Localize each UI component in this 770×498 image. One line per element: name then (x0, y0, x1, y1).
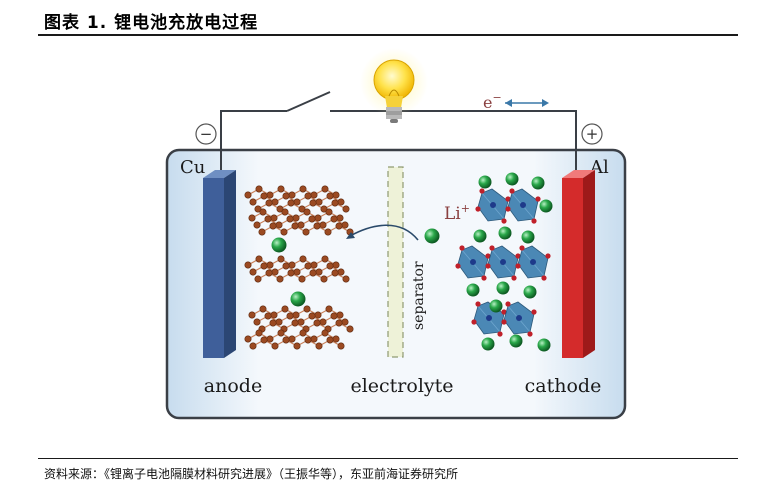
lithium-ion-cathode (509, 334, 523, 348)
migration-arrow (349, 224, 419, 241)
svg-text:−: − (200, 125, 213, 143)
anode-label: anode (204, 375, 262, 397)
cathode-octahedron (475, 188, 511, 224)
electrolyte-label: electrolyte (350, 375, 453, 397)
graphite-sheet (248, 305, 354, 333)
lithium-ion-label: Li+ (444, 202, 470, 224)
cathode-label: cathode (525, 375, 602, 397)
svg-text:+: + (586, 125, 599, 143)
lithium-ion-cathode (531, 176, 545, 190)
lithium-ion-cathode (523, 285, 537, 299)
graphite-sheet (244, 185, 350, 213)
lithium-ion-anode-1 (271, 237, 287, 253)
graphite-sheet (248, 208, 354, 236)
lithium-ion-anode-2 (290, 291, 306, 307)
switch-lever (286, 91, 331, 112)
lithium-ion-cathode (481, 337, 495, 351)
lithium-ion-cathode (496, 281, 510, 295)
lithium-ion-cathode (489, 299, 503, 313)
lithium-ion-cathode (466, 283, 480, 297)
source-note: 资料来源：《锂离子电池隔膜材料研究进展》（王振华等），东亚前海证券研究所 (44, 467, 459, 481)
lithium-ion-cathode (473, 229, 487, 243)
cathode-octahedron (515, 245, 551, 281)
anode-electrode (203, 170, 236, 358)
cathode-electrode (562, 170, 595, 358)
lithium-ion-cathode (539, 199, 553, 213)
separator-label: separator (411, 261, 427, 330)
lithium-ion-migrating (424, 228, 440, 244)
graphite-sheet (244, 329, 345, 350)
cathode-octahedron (501, 301, 537, 337)
circuit-wire-left (220, 110, 287, 170)
cathode-octahedron (485, 245, 521, 281)
lithium-ion-cathode (537, 338, 551, 352)
footer-rule (38, 458, 738, 459)
lithium-ion-cathode (505, 172, 519, 186)
cathode-material (455, 172, 553, 352)
negative-terminal-icon: − (195, 123, 217, 145)
cu-label: Cu (180, 157, 205, 178)
circuit-wire-right (330, 110, 577, 170)
electron-label: e− (483, 91, 502, 112)
positive-terminal-icon: + (581, 123, 603, 145)
separator (387, 166, 404, 358)
graphite-layers (244, 185, 354, 350)
battery-diagram: e− − + Cu Al separator Li+ (165, 48, 627, 420)
lithium-ion-cathode (521, 230, 535, 244)
light-bulb-icon (360, 48, 428, 123)
figure-title: 图表 1. 锂电池充放电过程 (44, 13, 259, 33)
cathode-octahedron (455, 245, 491, 281)
lithium-ion-cathode (498, 226, 512, 240)
electron-flow-arrow (505, 99, 549, 107)
cathode-octahedron (505, 188, 541, 224)
lithium-ion-cathode (478, 175, 492, 189)
title-underline (38, 34, 738, 36)
graphite-sheet (244, 255, 350, 283)
